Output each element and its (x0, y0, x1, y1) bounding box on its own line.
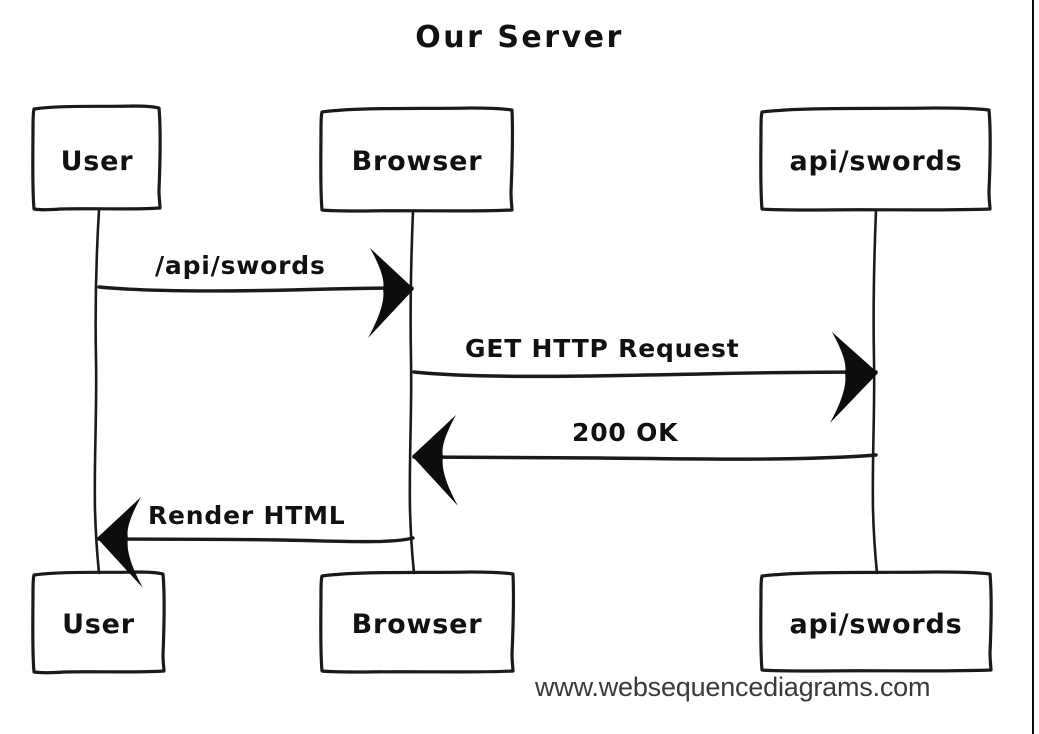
canvas-right-edge (1032, 0, 1034, 734)
participant-box-browser-bottom (319, 570, 516, 674)
lifeline-browser (408, 209, 416, 575)
participant-label-user-top: User (60, 146, 134, 177)
participant-box-user-bottom (31, 570, 166, 675)
message-label-3: 200 OK (572, 418, 679, 447)
participant-box-browser-top (319, 106, 515, 213)
participant-box-api-top (759, 106, 992, 212)
arrowhead-2 (830, 332, 878, 423)
participant-box-api-bottom (759, 570, 993, 673)
arrowhead-1 (368, 248, 414, 338)
diagram-title: Our Server (415, 20, 624, 55)
participant-label-api-bottom: api/swords (789, 609, 963, 640)
participant-label-browser-bottom: Browser (351, 609, 483, 640)
message-label-4: Render HTML (148, 501, 346, 530)
message-label-1: /api/swords (155, 251, 326, 280)
arrowhead-3 (412, 415, 458, 506)
participant-label-user-bottom: User (62, 609, 135, 640)
watermark-text: www.websequencediagrams.com (535, 672, 931, 702)
lifeline-user (93, 208, 101, 575)
message-label-2: GET HTTP Request (465, 334, 740, 363)
message-line-3 (412, 453, 878, 461)
participant-label-api-top: api/swords (789, 146, 963, 177)
message-line-2 (412, 370, 878, 379)
message-line-4 (97, 536, 415, 544)
lifeline-api (871, 208, 879, 575)
arrowhead-4 (97, 497, 143, 588)
message-line-1 (97, 285, 414, 293)
participant-box-user-top (31, 104, 162, 212)
participant-label-browser-top: Browser (351, 146, 483, 177)
